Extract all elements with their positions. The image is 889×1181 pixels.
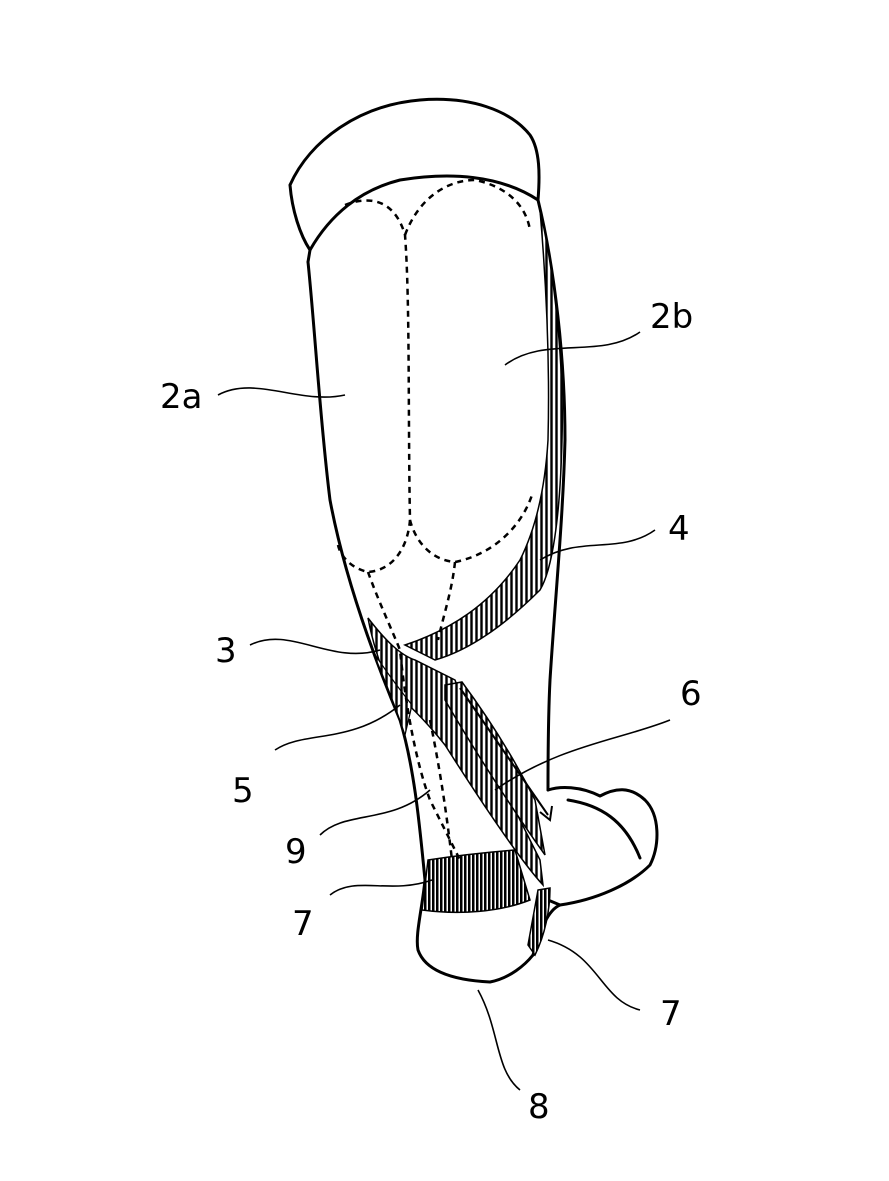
leader-7-left xyxy=(329,879,433,896)
leader-9 xyxy=(319,789,431,836)
band-3 xyxy=(367,617,545,888)
label-4: 4 xyxy=(668,509,690,549)
dashed-center-lower xyxy=(428,719,454,861)
label-2b: 2b xyxy=(650,297,693,337)
band-7-right xyxy=(527,887,551,957)
label-6: 6 xyxy=(680,674,702,714)
band-6-wedge xyxy=(444,681,546,856)
dashed-left-lobe xyxy=(336,199,412,574)
leader-lines xyxy=(217,331,671,1091)
leader-4 xyxy=(539,529,656,561)
foot-outline xyxy=(546,786,659,907)
leader-3 xyxy=(249,638,381,655)
hatched-bands xyxy=(367,209,564,957)
dashed-left-down xyxy=(366,571,462,861)
leader-6 xyxy=(494,719,671,791)
label-3: 3 xyxy=(215,631,237,671)
leader-8 xyxy=(477,989,521,1091)
dashed-lines xyxy=(336,178,534,861)
cuff-inner-edge xyxy=(308,174,540,252)
label-7-right: 7 xyxy=(660,994,682,1034)
label-5: 5 xyxy=(232,771,254,811)
right-contour xyxy=(536,198,567,792)
band-7-left xyxy=(421,849,531,914)
band-5 xyxy=(371,649,413,738)
leader-2a xyxy=(217,387,346,398)
label-7-left: 7 xyxy=(292,904,314,944)
dashed-center-down xyxy=(436,561,457,641)
label-9: 9 xyxy=(285,832,307,872)
dashed-lower-lobe xyxy=(408,494,534,564)
top-cuff xyxy=(288,97,541,264)
label-2a: 2a xyxy=(160,377,202,417)
leader-2b xyxy=(504,331,641,366)
arrow-6 xyxy=(459,687,553,822)
toe-line xyxy=(566,798,642,860)
leader-5 xyxy=(274,704,401,751)
left-contour xyxy=(306,260,535,984)
reference-labels: 2a 2b 4 3 6 5 9 7 7 8 xyxy=(160,297,702,1127)
leader-7-right xyxy=(547,939,641,1011)
label-8: 8 xyxy=(528,1087,550,1127)
sleeve-outline xyxy=(288,97,659,984)
band-4 xyxy=(403,209,564,661)
dashed-right-lobe xyxy=(403,178,532,236)
